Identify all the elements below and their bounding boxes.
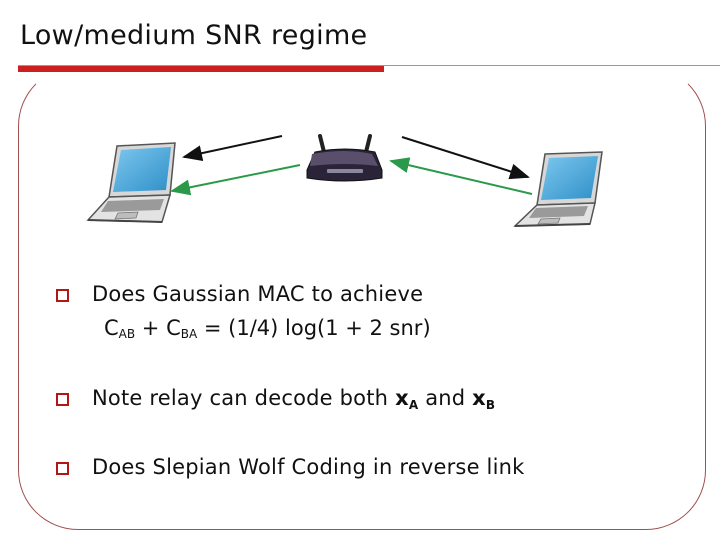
downlink-arrow-left bbox=[170, 164, 301, 196]
bullet-box-icon bbox=[56, 289, 69, 302]
uplink-arrow-left bbox=[182, 135, 283, 162]
slide-title: Low/medium SNR regime bbox=[20, 20, 368, 51]
bullet-text: Does Gaussian MAC to achieve bbox=[92, 282, 424, 306]
bullet-box-icon bbox=[56, 462, 69, 475]
bullet-box-icon bbox=[56, 393, 69, 406]
capacity-formula: CAB + CBA = (1/4) log(1 + 2 snr) bbox=[104, 316, 431, 341]
title-accent-bar bbox=[18, 66, 384, 72]
left-laptop-icon bbox=[86, 142, 176, 223]
right-laptop-icon bbox=[513, 151, 603, 227]
title-rule bbox=[18, 65, 720, 66]
bullet-text: Does Slepian Wolf Coding in reverse link bbox=[92, 455, 525, 479]
bullet-text: Note relay can decode both xA and xB bbox=[92, 386, 496, 412]
uplink-arrow-right bbox=[401, 136, 530, 180]
downlink-arrow-right bbox=[389, 157, 533, 195]
wireless-router-icon bbox=[306, 134, 383, 182]
content-frame bbox=[18, 66, 706, 530]
